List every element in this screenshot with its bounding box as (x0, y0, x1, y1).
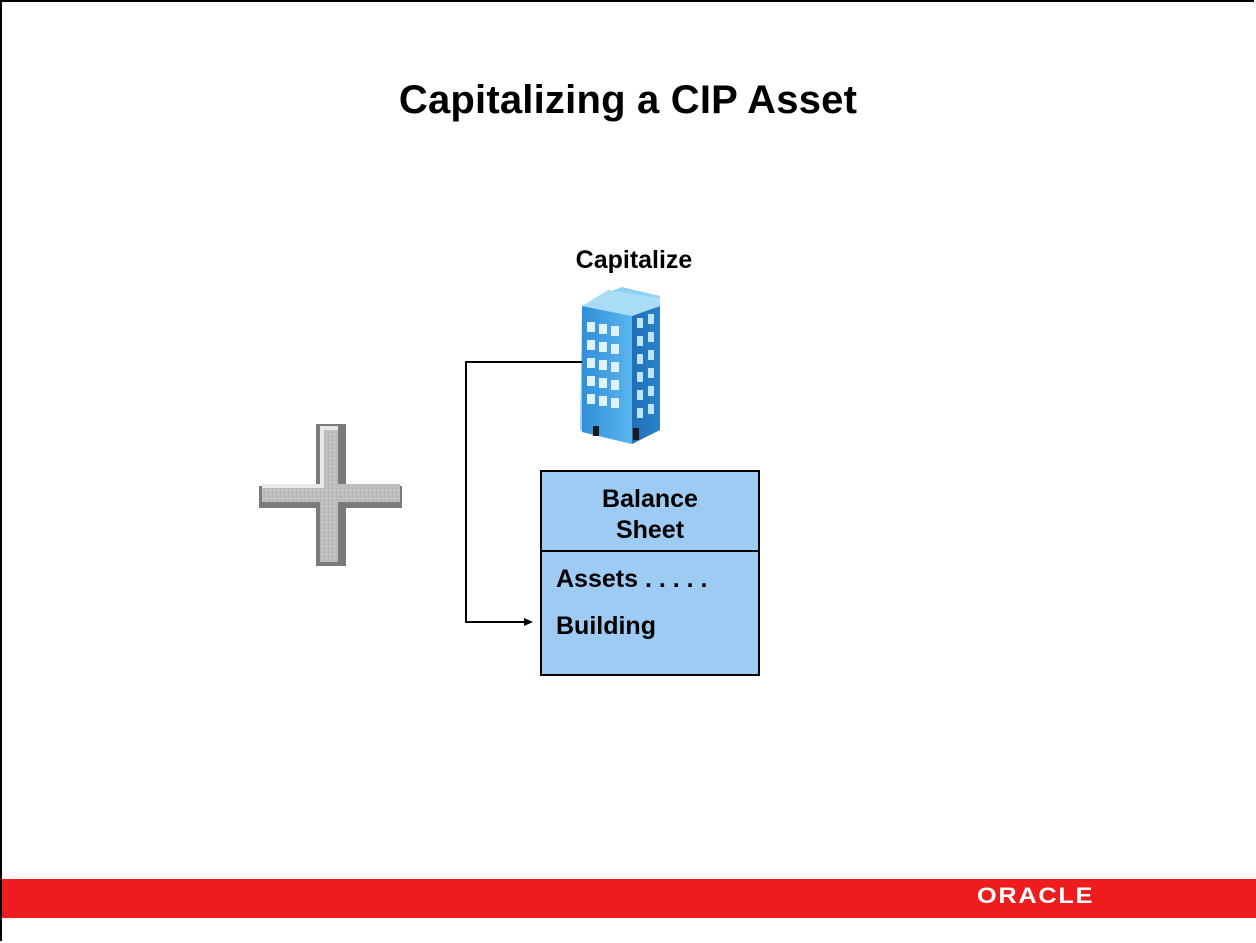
plus-icon (259, 424, 402, 566)
balance-sheet-assets: Assets . . . . . (556, 565, 708, 593)
balance-sheet-header-line2: Sheet (615, 516, 685, 544)
capitalize-label: Capitalize (575, 246, 693, 274)
balance-sheet-building: Building (556, 612, 656, 640)
balance-sheet-box: Balance Sheet Assets . . . . . Building (540, 470, 760, 676)
footer-bar (2, 879, 1256, 918)
slide-title: Capitalizing a CIP Asset (398, 78, 858, 122)
balance-sheet-header-line1: Balance (602, 485, 698, 513)
arrow-icon (465, 361, 582, 626)
oracle-logo: ORACLE (977, 883, 1095, 908)
balance-sheet-header: Balance Sheet (542, 472, 758, 552)
building-icon (580, 287, 660, 444)
